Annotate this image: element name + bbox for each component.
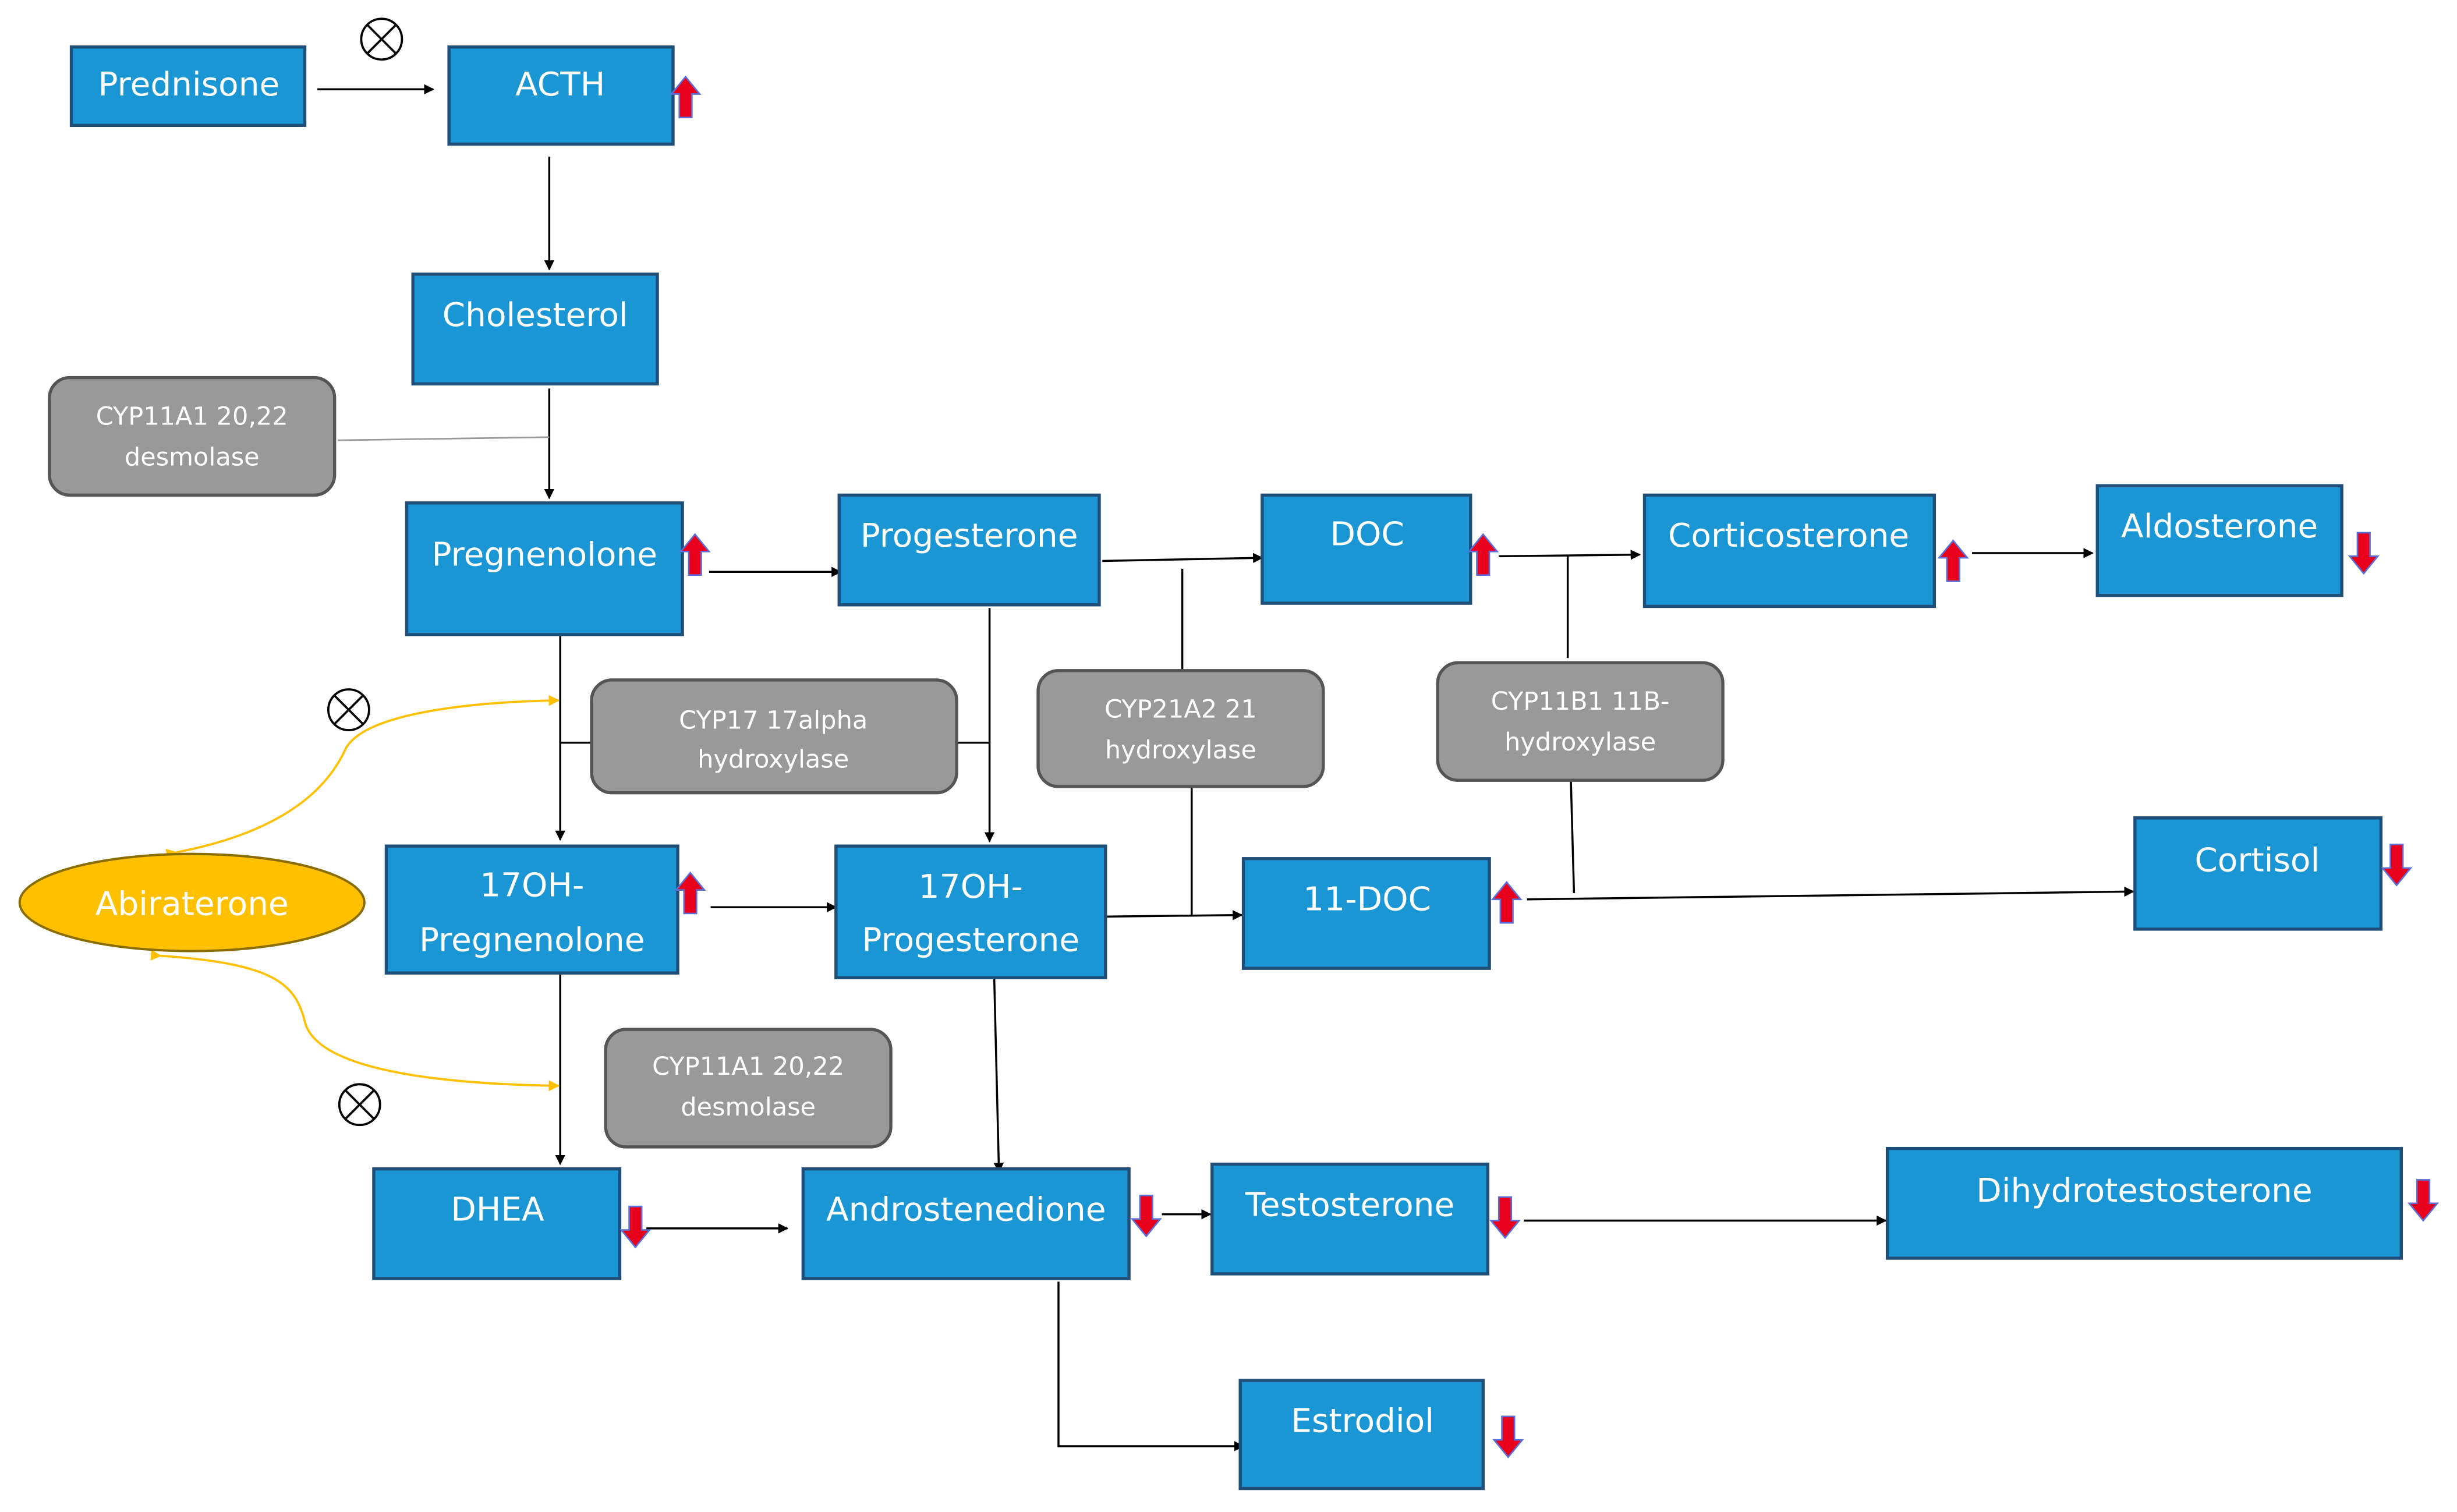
node-label: 17OH- bbox=[480, 866, 584, 904]
node-label: Cholesterol bbox=[442, 296, 628, 334]
node-boxes bbox=[69, 45, 2403, 1490]
enzyme-boxes bbox=[48, 376, 1725, 1149]
node-cholesterol bbox=[411, 272, 659, 386]
node-pregnenolone bbox=[405, 501, 684, 636]
enzyme-label: CYP21A2 21 bbox=[1104, 695, 1257, 724]
enzyme-label: CYP17 17alpha bbox=[679, 706, 868, 735]
abiraterone-curve-bottom bbox=[150, 950, 560, 1092]
node-acth bbox=[447, 45, 675, 146]
down-arrow-icon bbox=[620, 1205, 650, 1248]
enzyme-label: CYP11A1 20,22 bbox=[96, 402, 288, 431]
edge-progesterone-doc bbox=[1102, 553, 1263, 564]
node-label: Aldosterone bbox=[2121, 508, 2318, 546]
node-androstenedione bbox=[801, 1167, 1131, 1280]
abiraterone-label: Abiraterone bbox=[95, 886, 289, 923]
node-label: Dihydrotestosterone bbox=[1976, 1172, 2312, 1210]
edge-17ohprog-androstenedione bbox=[993, 979, 1004, 1173]
enzyme-cyp17 bbox=[590, 678, 958, 795]
inhibit-icon bbox=[338, 1083, 381, 1127]
node-dihydrotestosterone bbox=[1885, 1146, 2403, 1260]
node-dhea bbox=[372, 1167, 622, 1280]
node-label: Androstenedione bbox=[826, 1191, 1106, 1228]
node-cortisol bbox=[2133, 816, 2383, 931]
node-label: Pregnenolone bbox=[432, 536, 657, 574]
edge-17ohprog-11doc bbox=[1105, 910, 1243, 920]
down-arrow-icon bbox=[1131, 1195, 1162, 1237]
node-doc bbox=[1261, 493, 1472, 605]
node-11-doc bbox=[1241, 857, 1491, 970]
node-label: 11-DOC bbox=[1303, 881, 1431, 919]
node-label: 17OH- bbox=[919, 868, 1023, 906]
node-label: Corticosterone bbox=[1668, 517, 1909, 555]
down-arrow-icon bbox=[2349, 532, 2379, 575]
inhibition-markers bbox=[327, 17, 403, 1127]
edge-doc-corticosterone bbox=[1499, 550, 1641, 560]
node-17oh-progesterone bbox=[834, 844, 1107, 979]
enzyme-label: hydroxylase bbox=[1504, 728, 1656, 757]
up-arrow-icon bbox=[680, 533, 710, 576]
abiraterone-ellipse bbox=[18, 852, 366, 952]
up-arrow-icon bbox=[1492, 881, 1522, 924]
node-label: Testosterone bbox=[1245, 1186, 1454, 1224]
node-corticosterone bbox=[1642, 493, 1936, 608]
node-label: Progesterone bbox=[861, 517, 1078, 555]
connectors bbox=[317, 84, 2134, 1451]
down-arrow-icon bbox=[2408, 1179, 2438, 1221]
node-label: Pregnenolone bbox=[419, 922, 645, 959]
enzyme-cyp21a2 bbox=[1036, 669, 1325, 788]
node-label: ACTH bbox=[515, 66, 605, 104]
enzyme-cyp11b1 bbox=[1436, 661, 1725, 782]
node-label: DOC bbox=[1330, 516, 1404, 554]
node-aldosterone bbox=[2095, 484, 2343, 597]
node-17oh-pregnenolone bbox=[384, 844, 679, 975]
node-label: Progesterone bbox=[862, 922, 1079, 959]
enzyme-cyp11a1-top bbox=[48, 376, 337, 497]
edge-androstenedione-estrodiol bbox=[1057, 1281, 1245, 1451]
enzyme-cyp11a1-bottom bbox=[604, 1028, 893, 1149]
up-arrow-icon bbox=[675, 872, 706, 915]
inhibitor-curves bbox=[150, 695, 560, 1092]
enzyme-label: desmolase bbox=[125, 442, 260, 472]
node-label: Prednisone bbox=[98, 66, 280, 104]
enzyme-label: CYP11B1 11B- bbox=[1491, 687, 1670, 716]
enzyme-label: desmolase bbox=[681, 1093, 816, 1122]
enzyme-label: hydroxylase bbox=[1105, 736, 1256, 765]
up-arrow-icon bbox=[670, 76, 701, 119]
inhibit-icon bbox=[360, 17, 403, 61]
up-arrow-icon bbox=[1938, 540, 1969, 582]
down-arrow-icon bbox=[1490, 1196, 1520, 1239]
inhibit-icon bbox=[327, 688, 370, 731]
tie-cyp11b1-bottom bbox=[1570, 780, 1576, 894]
node-label: DHEA bbox=[451, 1191, 544, 1228]
node-progesterone bbox=[837, 493, 1101, 607]
node-label: Cortisol bbox=[2194, 841, 2320, 879]
tie-cyp11a1-top bbox=[338, 436, 550, 441]
node-estrodiol bbox=[1238, 1379, 1485, 1490]
enzyme-label: hydroxylase bbox=[698, 745, 849, 774]
up-arrow-icon bbox=[1468, 533, 1498, 576]
abiraterone-curve-top bbox=[165, 695, 560, 860]
node-label: Estrodiol bbox=[1291, 1403, 1434, 1440]
edge-11doc-cortisol bbox=[1527, 886, 2134, 901]
down-arrow-icon bbox=[2381, 844, 2412, 886]
node-testosterone bbox=[1210, 1162, 1490, 1276]
down-arrow-icon bbox=[1493, 1415, 1523, 1458]
node-prednisone bbox=[69, 45, 307, 127]
enzyme-label: CYP11A1 20,22 bbox=[652, 1052, 844, 1081]
